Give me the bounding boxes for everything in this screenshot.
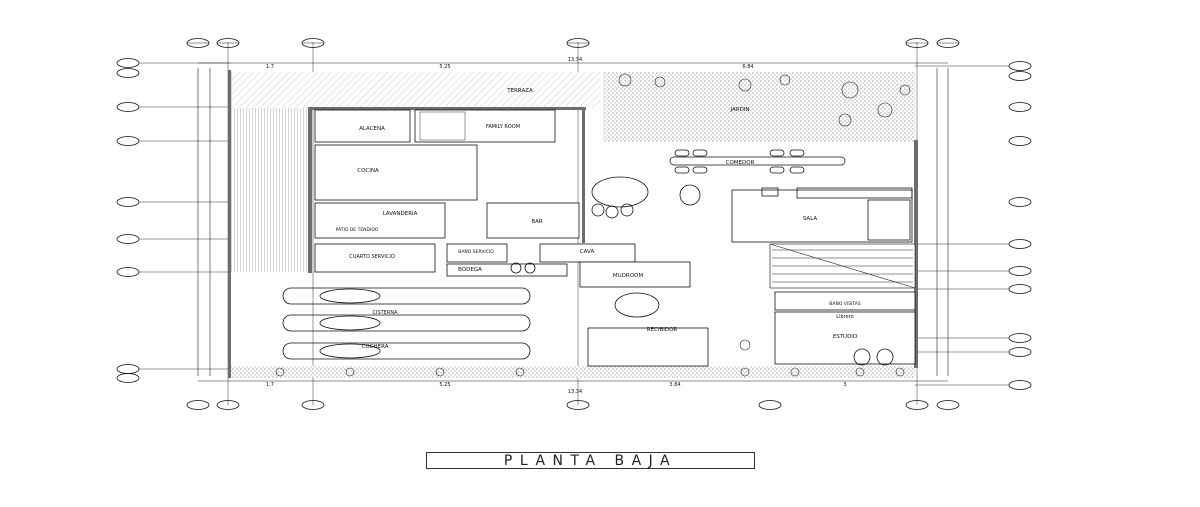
living-furniture (761, 187, 913, 241)
cuarto-servicio-label: CUARTO SERVICIO (349, 254, 395, 260)
cuarto-servicio-room (314, 243, 436, 273)
room-labels: TERRAZA JARDIN ALACENA FAMILY ROOM COCIN… (336, 88, 861, 350)
cars (282, 287, 531, 360)
drawing-title-box: PLANTA BAJA (426, 452, 755, 469)
round-tables (510, 176, 894, 366)
bano-servicio-label: BAÑO SERVICIO (458, 248, 494, 255)
axis-markers-top (186, 38, 960, 48)
sala-room (731, 189, 913, 243)
axis-markers-right (1008, 61, 1032, 390)
mudroom-room (579, 261, 691, 288)
comedor-label: COMEDOR (726, 160, 755, 166)
cava-label: CAVA (580, 249, 595, 255)
jardin-area (603, 72, 915, 142)
recibidor-label: RECIBIDOR (647, 327, 678, 333)
axis-markers-bottom (186, 400, 960, 410)
horizontal-grid-axes (139, 62, 1009, 386)
svg-text:3: 3 (843, 382, 846, 388)
estudio-room (774, 311, 916, 365)
drawing-title: PLANTA BAJA (503, 452, 678, 469)
terraza-area (232, 72, 600, 108)
cochera-label: COCHERA (362, 344, 389, 350)
svg-text:6.84: 6.84 (742, 64, 753, 70)
cisterna-label: CISTERNA (373, 310, 399, 316)
alacena-label: ALACENA (359, 126, 385, 132)
jardin-label: JARDIN (729, 107, 749, 113)
terraza-label: TERRAZA (506, 88, 533, 94)
stairs (419, 111, 916, 289)
axis-markers-left (116, 58, 140, 383)
recibidor-room (587, 327, 709, 367)
bar-label: BAR (531, 219, 543, 225)
svg-text:1.7: 1.7 (266, 64, 274, 70)
family-room (414, 109, 556, 143)
bano-visitas-label: BAÑO VISITAS (829, 300, 861, 307)
patio-label: PATIO DE TENDIDO (336, 227, 379, 233)
lavanderia-room (314, 202, 446, 239)
estudio-label: ESTUDIO (833, 334, 858, 340)
mudroom-label: MUDROOM (613, 273, 643, 279)
bar-room (486, 202, 580, 239)
bano-visitas-room (774, 291, 916, 311)
exterior-walls (228, 70, 918, 378)
bodega-label: BODEGA (458, 267, 482, 273)
dining-table (669, 149, 846, 174)
libreros-label: Librero (836, 314, 853, 320)
svg-text:1.7: 1.7 (266, 382, 274, 388)
dimension-values-bottom: 1.7 5.25 13.34 3.84 3 (266, 382, 847, 395)
dimension-lines (197, 62, 949, 382)
svg-text:5.25: 5.25 (439, 64, 450, 70)
front-garden-strip (228, 366, 915, 378)
svg-text:13.34: 13.34 (568, 389, 582, 395)
bodega-room (446, 263, 568, 277)
bano-servicio-room (446, 243, 508, 263)
sala-label: SALA (803, 216, 818, 222)
cocina-label: COCINA (357, 168, 379, 174)
family-room-label: FAMILY ROOM (486, 124, 520, 130)
dimension-values-top: 1.7 5.25 13.34 6.84 (266, 57, 754, 70)
lavanderia-label: LAVANDERIA (383, 211, 418, 217)
svg-text:5.25: 5.25 (439, 382, 450, 388)
svg-text:13.34: 13.34 (568, 57, 582, 63)
svg-text:3.84: 3.84 (669, 382, 680, 388)
cocina-room (314, 144, 478, 201)
alacena-room (314, 109, 411, 143)
plant-symbols (275, 73, 911, 377)
